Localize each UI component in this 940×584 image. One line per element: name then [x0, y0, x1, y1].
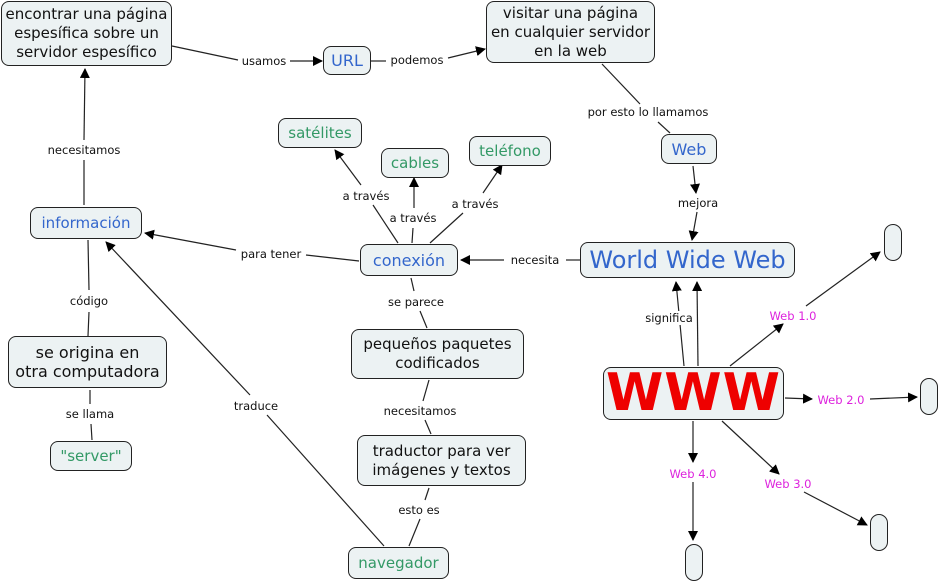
node-empty-web1[interactable] [884, 224, 902, 261]
line-poresto-web [657, 121, 671, 134]
arrow-podemos-visitar [447, 46, 486, 59]
line-navegador-traduce [266, 414, 385, 547]
link-esto-es: esto es [396, 503, 442, 517]
node-visitar[interactable]: visitar una página en cualquier servidor… [486, 1, 655, 63]
link-podemos: podemos [388, 53, 446, 67]
arrow-www-web20 [784, 393, 813, 404]
node-telefono[interactable]: teléfono [469, 136, 551, 166]
link-web-1-0: Web 1.0 [767, 309, 819, 323]
link-web-2-0: Web 2.0 [815, 393, 867, 407]
line-info-codigo [87, 239, 90, 291]
link-web-3-0: Web 3.0 [762, 477, 814, 491]
line-traductor-estoes [424, 487, 430, 501]
line-conexion-atraves1 [372, 204, 399, 244]
node-empty-web4[interactable] [685, 544, 703, 581]
link-a-traves-satelites: a través [340, 189, 392, 203]
line-separece-paquetes [419, 310, 428, 329]
link-usamos: usamos [239, 54, 289, 68]
node-url[interactable]: URL [323, 46, 371, 75]
line-encontrar-usamos [171, 45, 239, 61]
node-conexion[interactable]: conexión [360, 244, 458, 276]
link-traduce: traduce [231, 399, 281, 413]
node-www[interactable]: WWW [603, 367, 784, 420]
node-encontrar[interactable]: encontrar una página espesífica sobre un… [1, 1, 172, 66]
link-necesitamos-mid: necesitamos [381, 404, 459, 418]
link-significa: significa [643, 311, 695, 325]
line-codigo-origina [87, 311, 90, 337]
node-cables[interactable]: cables [381, 148, 449, 178]
arrow-paratener-info [144, 229, 237, 251]
node-world-wide-web[interactable]: World Wide Web [580, 242, 795, 278]
node-web[interactable]: Web [661, 134, 717, 164]
line-conexion-atraves2 [411, 227, 414, 244]
link-necesita: necesita [508, 253, 562, 267]
node-navegador[interactable]: navegador [348, 547, 449, 579]
line-sellama-server [90, 423, 93, 441]
line-conexion-atraves3 [429, 212, 464, 244]
link-web-4-0: Web 4.0 [667, 467, 719, 481]
line-conexion-separece [410, 277, 415, 292]
node-satelites[interactable]: satélites [278, 118, 362, 148]
node-empty-web2[interactable] [920, 378, 938, 415]
arrow-traduce-info [105, 241, 251, 396]
arrow-necesitamos-encontrar [79, 68, 90, 141]
node-traductor[interactable]: traductor para ver imágenes y textos [357, 435, 526, 486]
arrow-significa-2 [692, 281, 703, 367]
line-visitar-poresto [601, 63, 641, 105]
link-se-parece: se parece [385, 295, 447, 309]
node-informacion[interactable]: información [30, 207, 142, 239]
node-empty-web3[interactable] [870, 514, 888, 551]
arrow-mejora-wwwfull [688, 211, 699, 241]
arrow-www-web30 [721, 420, 780, 475]
arrow-web30-empty [803, 491, 868, 526]
link-a-traves-telefono: a través [449, 197, 501, 211]
arrow-web10-empty [805, 251, 881, 307]
node-se-origina[interactable]: se origina en otra computadora [8, 336, 167, 388]
line-conexion-paratener [305, 254, 360, 262]
arrow-web-mejora [690, 165, 700, 194]
link-codigo: código [67, 294, 111, 308]
link-por-esto: por esto lo llamamos [585, 105, 711, 119]
arrow-www-web10 [729, 323, 784, 367]
arrow-atraves3-telefono [482, 164, 503, 194]
link-necesitamos-top: necesitamos [45, 143, 123, 157]
link-a-traves-cables: a través [387, 211, 439, 225]
arrow-atraves1-satelites [334, 149, 362, 186]
line-necesitamos-traductor [424, 419, 432, 435]
link-para-tener: para tener [238, 247, 304, 261]
arrow-web20-empty [869, 392, 918, 403]
line-paquetes-necesitamos [422, 379, 430, 402]
node-server[interactable]: "server" [50, 441, 132, 471]
link-se-llama: se llama [63, 407, 117, 421]
line-estoes-navegador [408, 518, 421, 547]
node-paquetes[interactable]: pequeños paquetes codificados [351, 329, 524, 379]
link-mejora: mejora [675, 196, 721, 210]
